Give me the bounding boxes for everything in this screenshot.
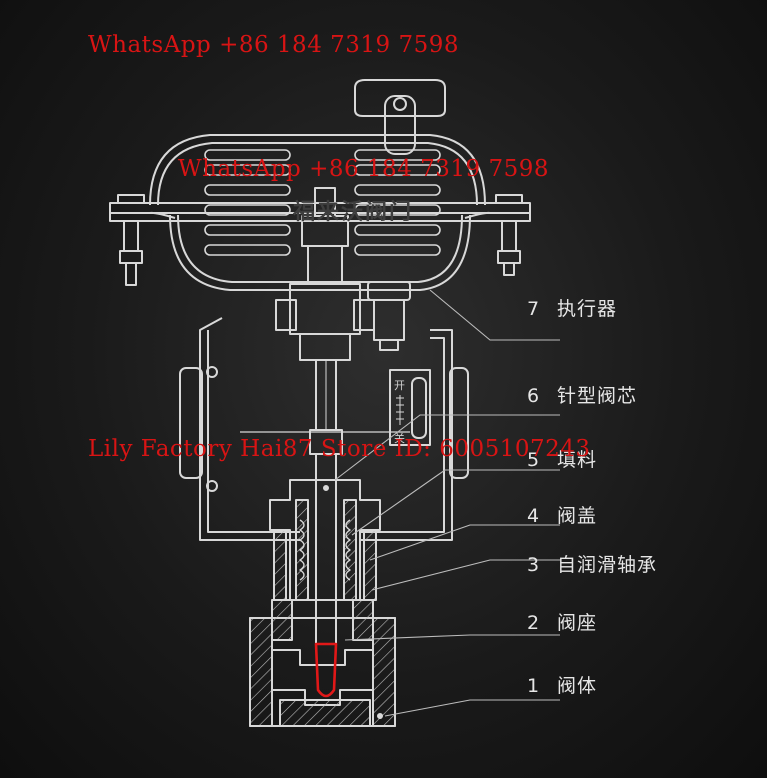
stem-top xyxy=(275,187,375,361)
watermark-store: Lily Factory Hai87 Store ID: 6005107243 xyxy=(88,436,591,462)
travel-scale xyxy=(389,369,431,446)
bonnet xyxy=(269,479,381,601)
needle-tip xyxy=(314,642,338,698)
yoke-frame xyxy=(179,317,469,541)
watermark-middle: WhatsApp +86 184 7319 7598 xyxy=(178,156,550,182)
spring-coils xyxy=(204,149,441,256)
valve-body xyxy=(249,599,396,727)
watermark-top: WhatsApp +86 184 7319 7598 xyxy=(88,32,460,58)
leader-lines xyxy=(334,289,560,717)
brand-stamp: 福来沃阀门 xyxy=(293,200,414,225)
scale-open-label: 开 xyxy=(394,379,405,392)
actuator-housing xyxy=(109,134,531,291)
scale-close-label: 关 xyxy=(394,432,405,445)
needle-stem xyxy=(240,359,410,645)
handwheel-knob xyxy=(354,79,446,155)
air-connector xyxy=(367,281,411,351)
